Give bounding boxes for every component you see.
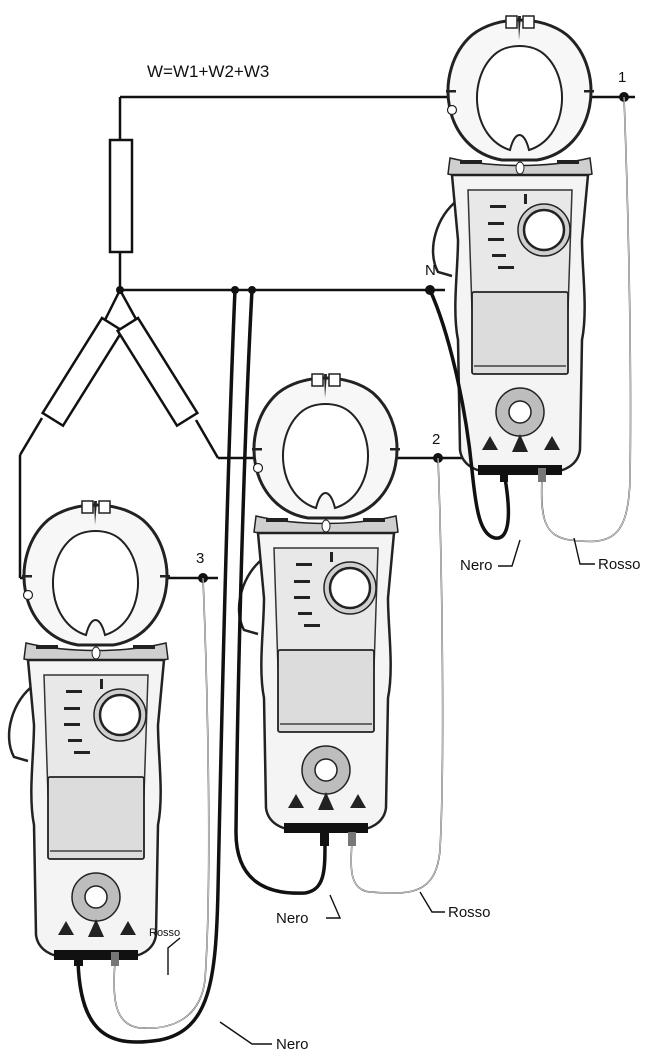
clamp-meter-1 (431, 14, 596, 477)
junction-dot (116, 286, 124, 294)
clamp-meter-2 (237, 372, 402, 835)
black-lead-label-meter-2: Nero (276, 910, 309, 927)
resistor-left (40, 316, 125, 428)
node-label-1: 1 (618, 69, 626, 86)
node-label-3: 3 (196, 550, 204, 567)
test-leads (74, 96, 632, 1045)
resistor-right (115, 316, 200, 428)
clamp-meter-3 (7, 499, 172, 962)
red-lead-label-meter-1: Rosso (598, 556, 641, 573)
red-lead-label-meter-3: Rosso (149, 927, 180, 939)
node-label-2: 2 (432, 431, 440, 448)
node-label-n: N (425, 262, 436, 279)
red-lead-label-meter-2: Rosso (448, 904, 491, 921)
black-lead-label-meter-1: Nero (460, 557, 493, 574)
resistor-top (108, 138, 134, 254)
power-formula: W=W1+W2+W3 (147, 62, 269, 81)
black-lead-label-meter-3: Nero (276, 1036, 309, 1053)
